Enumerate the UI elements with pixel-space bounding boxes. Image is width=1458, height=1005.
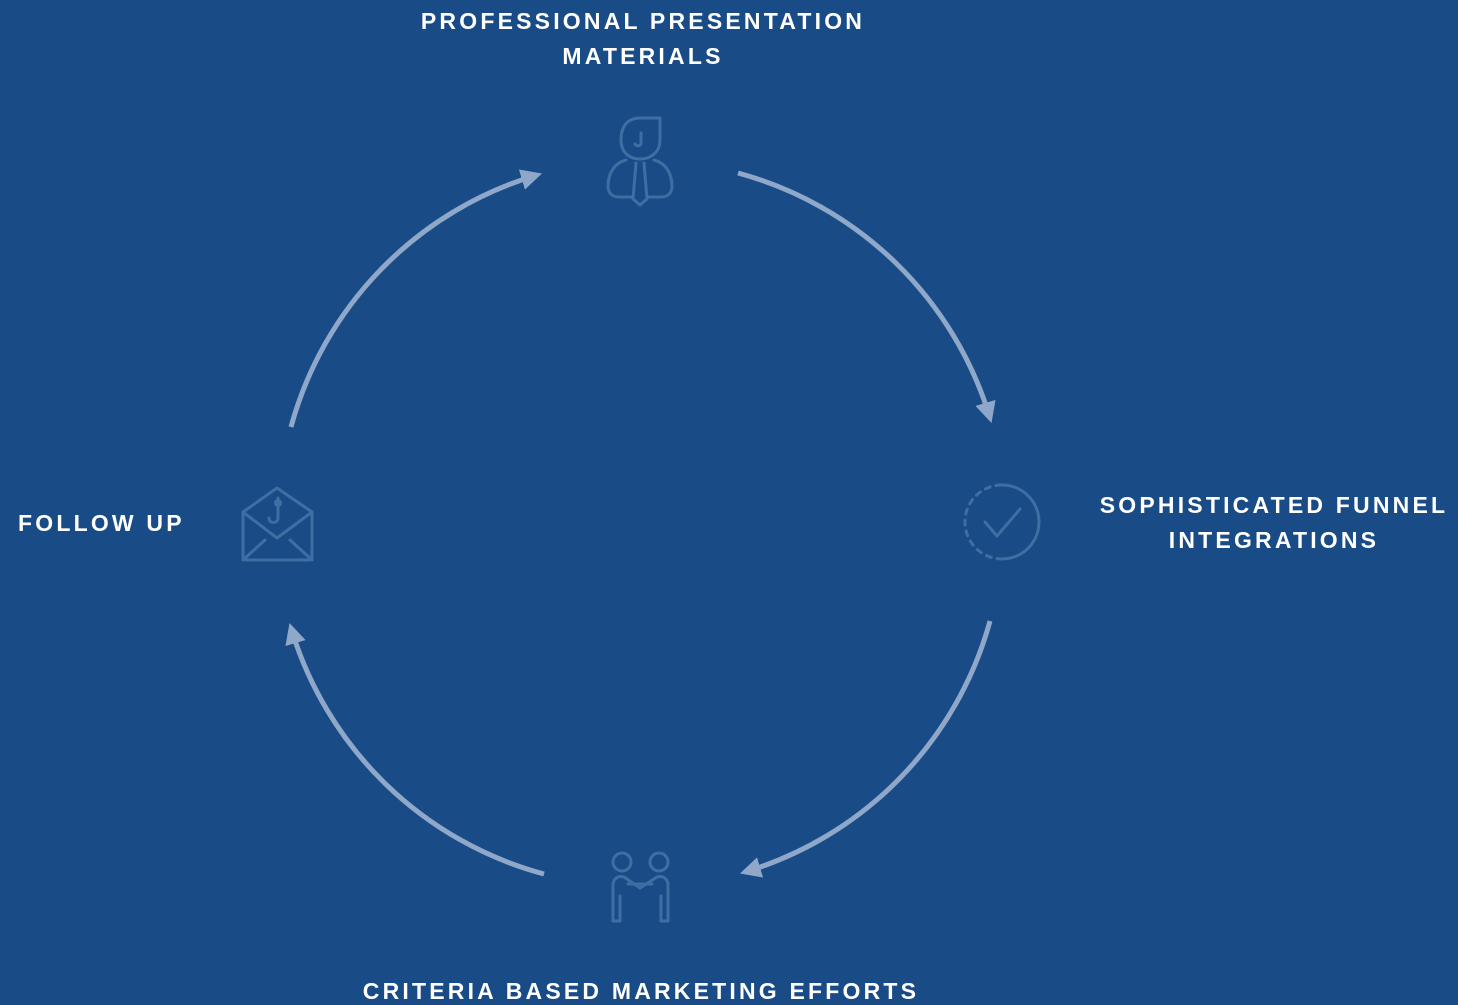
step-label-line: SOPHISTICATED FUNNEL xyxy=(1099,492,1449,518)
step-label-presentation: PROFESSIONAL PRESENTATION MATERIALS xyxy=(388,4,898,74)
step-label-line: FOLLOW UP xyxy=(18,510,185,536)
step-label-marketing: CRITERIA BASED MARKETING EFFORTS xyxy=(330,974,952,1005)
arrow-right-to-bottom xyxy=(739,620,993,878)
step-label-funnel: SOPHISTICATED FUNNEL INTEGRATIONS xyxy=(1088,488,1458,558)
step-label-line: INTEGRATIONS xyxy=(1168,527,1380,553)
step-label-followup: FOLLOW UP xyxy=(18,506,185,541)
step-label-line: CRITERIA BASED MARKETING EFFORTS xyxy=(362,978,920,1004)
businessman-icon xyxy=(606,116,674,207)
handshake-icon xyxy=(611,851,670,923)
step-label-line: PROFESSIONAL PRESENTATION xyxy=(420,8,866,34)
step-label-line: MATERIALS xyxy=(562,43,724,69)
check-circle-icon xyxy=(963,483,1041,561)
arrow-bottom-to-left xyxy=(285,622,545,877)
arrow-top-to-right xyxy=(737,170,996,424)
envelope-hook-icon xyxy=(241,486,314,562)
arrow-left-to-top xyxy=(288,169,543,428)
